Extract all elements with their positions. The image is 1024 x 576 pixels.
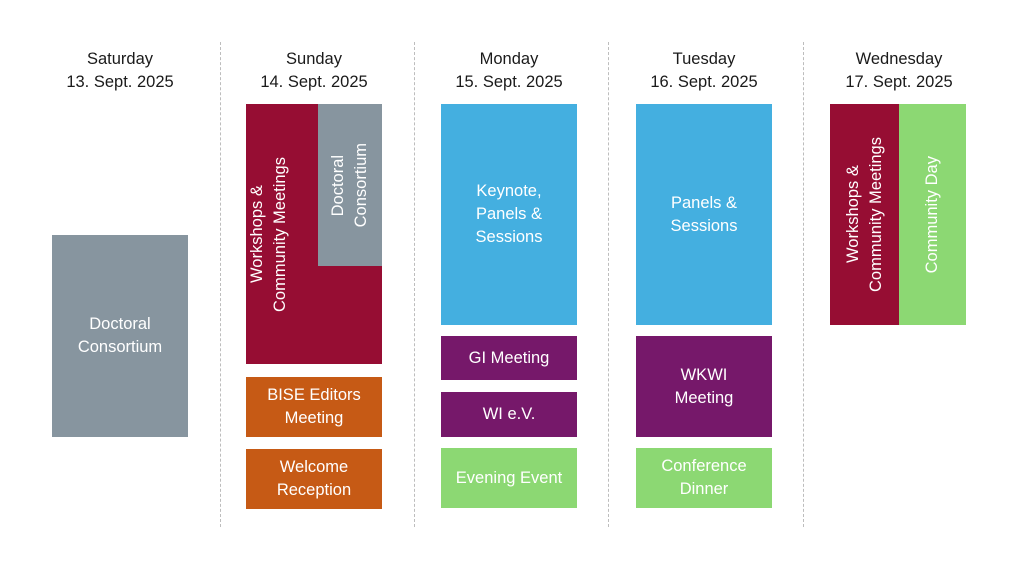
day-divider — [220, 42, 221, 527]
day-name: Saturday — [86, 50, 154, 68]
event-monday-wi-ev: WI e.V. — [441, 392, 577, 437]
day-date: 17. Sept. 2025 — [845, 73, 953, 91]
event-wednesday-community-day: Community Day — [899, 104, 966, 325]
event-tuesday-wkwi-meeting: WKWI Meeting — [636, 336, 772, 437]
event-label: Doctoral Consortium — [77, 315, 163, 356]
event-saturday-doctoral-consortium: Doctoral Consortium — [52, 235, 188, 437]
event-sunday-welcome-reception: Welcome Reception — [246, 449, 382, 509]
event-label: Workshops & Community Meetings — [248, 156, 289, 312]
day-date: 13. Sept. 2025 — [66, 73, 174, 91]
day-date: 16. Sept. 2025 — [650, 73, 758, 91]
event-label: Community Day — [923, 155, 941, 274]
event-label: Workshops & Community Meetings — [843, 137, 885, 292]
event-label: WI e.V. — [482, 405, 536, 423]
event-label: Conference Dinner — [661, 457, 747, 498]
event-label: GI Meeting — [468, 348, 550, 367]
day-header-saturday: Saturday 13. Sept. 2025 — [23, 48, 217, 94]
day-name: Monday — [479, 50, 539, 68]
day-header-monday: Monday 15. Sept. 2025 — [412, 48, 606, 94]
event-label: WKWI Meeting — [674, 365, 734, 407]
event-sunday-doctoral-consortium: Doctoral Consortium — [318, 104, 382, 266]
event-tuesday-conference-dinner: Conference Dinner — [636, 448, 772, 508]
day-date: 14. Sept. 2025 — [260, 73, 368, 91]
day-divider — [414, 42, 415, 527]
event-label: Evening Event — [455, 468, 563, 487]
event-monday-evening-event: Evening Event — [441, 448, 577, 508]
event-label: Panels & Sessions — [670, 193, 738, 235]
event-label: BISE Editors Meeting — [267, 386, 361, 427]
day-header-tuesday: Tuesday 16. Sept. 2025 — [607, 48, 801, 94]
event-tuesday-panels-sessions: Panels & Sessions — [636, 104, 772, 325]
day-name: Wednesday — [855, 50, 943, 68]
event-monday-keynote-panels-sessions: Keynote, Panels & Sessions — [441, 104, 577, 325]
day-divider — [803, 42, 804, 527]
day-divider — [608, 42, 609, 527]
event-monday-gi-meeting: GI Meeting — [441, 336, 577, 380]
day-header-sunday: Sunday 14. Sept. 2025 — [217, 48, 411, 94]
event-sunday-bise-editors-meeting: BISE Editors Meeting — [246, 377, 382, 437]
day-header-wednesday: Wednesday 17. Sept. 2025 — [802, 48, 996, 94]
event-wednesday-workshops: Workshops & Community Meetings — [830, 104, 899, 325]
event-label: Doctoral Consortium — [329, 142, 370, 228]
event-label: Welcome Reception — [276, 458, 352, 499]
day-name: Sunday — [286, 50, 342, 68]
day-name: Tuesday — [672, 50, 736, 68]
day-date: 15. Sept. 2025 — [455, 73, 563, 91]
event-label: Keynote, Panels & Sessions — [475, 182, 543, 246]
